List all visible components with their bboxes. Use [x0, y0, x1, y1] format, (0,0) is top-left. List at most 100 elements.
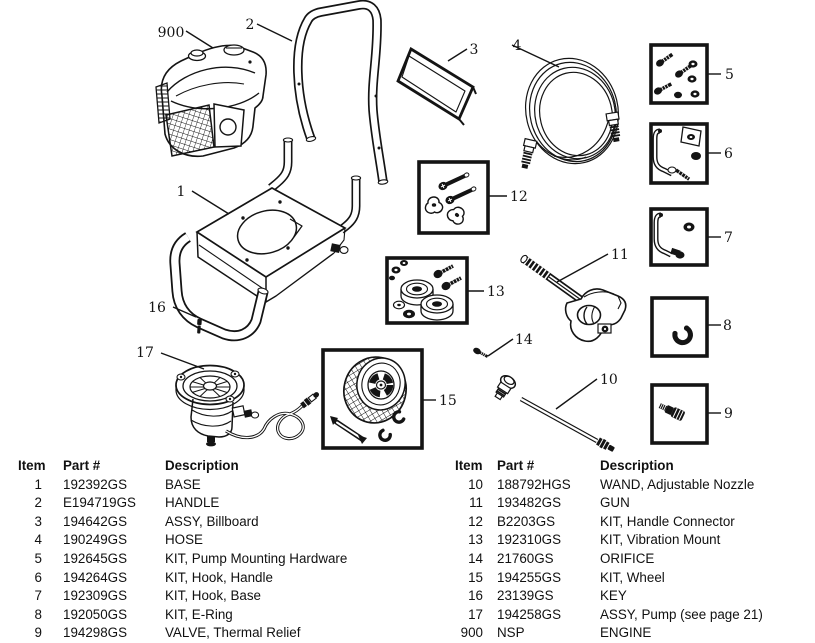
callout-labels: 900 2 1 3 4 5 6 7 8 9 12 13 11 14 15 10 … — [136, 17, 734, 422]
parts-table-header: Item Part # Description — [14, 457, 444, 476]
cell-item: 8 — [34, 606, 42, 622]
cell-item: 17 — [468, 606, 483, 622]
callout-ering-kit: 8 — [723, 318, 732, 334]
cell-description: ASSY, Pump (see page 21) — [600, 606, 763, 622]
vibration-mount-kit-illustration — [385, 256, 469, 325]
wand-illustration — [494, 374, 615, 452]
engine-illustration — [155, 44, 267, 158]
cell-item: 16 — [468, 588, 483, 604]
cell-part: 194255GS — [497, 569, 562, 585]
cell-part: 21760GS — [497, 550, 554, 566]
cell-item: 6 — [34, 569, 42, 585]
callout-hook-handle-kit: 6 — [724, 146, 733, 162]
cell-description: HANDLE — [165, 495, 220, 511]
hook-base-kit-illustration — [649, 207, 709, 267]
header-description: Description — [600, 458, 674, 473]
callout-handle-connector-kit: 12 — [510, 189, 528, 205]
parts-table-row: 6 194264GS KIT, Hook, Handle — [14, 569, 444, 588]
cell-item: 10 — [468, 476, 483, 492]
exploded-parts-diagram: 900 2 1 3 4 5 6 7 8 9 12 13 11 14 15 10 … — [136, 0, 734, 452]
callout-billboard: 3 — [470, 42, 479, 58]
cell-part: 192309GS — [63, 588, 128, 604]
callout-pump-mount-kit: 5 — [725, 67, 734, 83]
parts-table-row: 10 188792HGS WAND, Adjustable Nozzle — [452, 476, 812, 495]
parts-table-row: 12 B2203GS KIT, Handle Connector — [452, 513, 812, 532]
wheel-kit-illustration — [321, 348, 424, 450]
parts-table-row: 14 21760GS ORIFICE — [452, 550, 812, 569]
cell-part: B2203GS — [497, 513, 556, 529]
cell-description: GUN — [600, 495, 630, 511]
cell-description: WAND, Adjustable Nozzle — [600, 476, 755, 492]
cell-item: 14 — [468, 550, 483, 566]
callout-thermal-valve: 9 — [724, 406, 733, 422]
cell-description: ASSY, Billboard — [165, 513, 259, 529]
parts-table-row: 1 192392GS BASE — [14, 476, 444, 495]
cell-item: 11 — [469, 495, 483, 511]
handle-connector-kit-illustration — [417, 160, 490, 235]
cell-part: NSP — [497, 625, 525, 641]
cell-item: 900 — [460, 625, 483, 641]
handle-illustration — [293, 0, 389, 185]
callout-hook-base-kit: 7 — [724, 230, 733, 246]
parts-table-row: 9 194298GS VALVE, Thermal Relief — [14, 624, 444, 643]
leader-lines — [160, 23, 721, 414]
callout-vibration-mount-kit: 13 — [487, 284, 505, 300]
cell-item: 4 — [34, 532, 42, 548]
cell-part: 194264GS — [63, 569, 128, 585]
cell-part: 194642GS — [63, 513, 128, 529]
cell-part: 192645GS — [63, 550, 128, 566]
cell-part: 193482GS — [497, 495, 562, 511]
callout-handle: 2 — [246, 17, 255, 33]
cell-part: 192310GS — [497, 532, 562, 548]
cell-description: KIT, Pump Mounting Hardware — [165, 550, 348, 566]
header-item: Item — [18, 458, 46, 473]
billboard-illustration — [396, 46, 477, 126]
callout-gun: 11 — [611, 247, 629, 263]
cell-item: 1 — [34, 476, 42, 492]
gun-illustration — [520, 254, 627, 343]
cell-item: 2 — [34, 495, 42, 511]
cell-item: 7 — [34, 588, 42, 604]
parts-table-row: 3 194642GS ASSY, Billboard — [14, 513, 444, 532]
ering-kit-illustration — [650, 296, 709, 358]
callout-hose: 4 — [513, 38, 522, 54]
cell-item: 9 — [34, 625, 42, 641]
callout-base: 1 — [177, 184, 186, 200]
cell-description: BASE — [165, 476, 201, 492]
cell-description: KIT, Handle Connector — [600, 513, 735, 529]
parts-table-row: 15 194255GS KIT, Wheel — [452, 569, 812, 588]
pump-mounting-hardware-kit-illustration — [649, 43, 709, 105]
cell-item: 15 — [468, 569, 483, 585]
cell-item: 12 — [468, 513, 483, 529]
cell-item: 3 — [34, 513, 42, 529]
parts-table-row: 11 193482GS GUN — [452, 494, 812, 513]
cell-description: VALVE, Thermal Relief — [165, 625, 301, 641]
callout-engine: 900 — [158, 25, 185, 41]
callout-key: 16 — [148, 300, 166, 316]
cell-part: 188792HGS — [497, 476, 571, 492]
parts-table-row: 5 192645GS KIT, Pump Mounting Hardware — [14, 550, 444, 569]
cell-description: ORIFICE — [600, 550, 655, 566]
cell-item: 5 — [34, 550, 42, 566]
cell-description: KIT, Hook, Handle — [165, 569, 273, 585]
cell-description: ENGINE — [600, 625, 652, 641]
pump-illustration — [175, 364, 320, 447]
hook-handle-kit-illustration — [649, 122, 709, 185]
base-illustration — [169, 137, 362, 342]
hose-illustration — [521, 57, 621, 169]
cell-description: KIT, Wheel — [600, 569, 665, 585]
cell-part: 192392GS — [63, 476, 128, 492]
cell-description: KIT, E-Ring — [165, 606, 233, 622]
cell-description: KIT, Vibration Mount — [600, 532, 721, 548]
cell-part: 194298GS — [63, 625, 128, 641]
header-part-number: Part # — [63, 458, 101, 473]
callout-orifice: 14 — [515, 332, 533, 348]
